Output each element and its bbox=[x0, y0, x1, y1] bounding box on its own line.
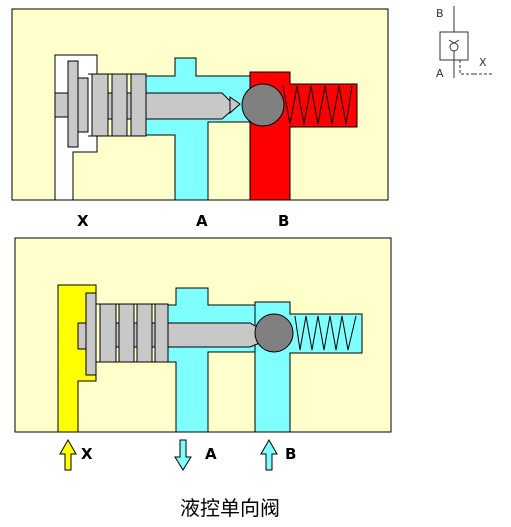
flow-arrows bbox=[59, 438, 278, 471]
port-label-b: B bbox=[285, 445, 297, 463]
piston-collar bbox=[77, 77, 89, 133]
piston-head bbox=[67, 60, 79, 148]
piston-disc bbox=[99, 303, 117, 363]
piston-head bbox=[85, 292, 97, 376]
rod-tip bbox=[229, 96, 241, 115]
port-label-x: X bbox=[77, 212, 89, 230]
symbol-label-a: A bbox=[436, 67, 444, 80]
spring bbox=[294, 315, 357, 351]
piston-disc bbox=[154, 303, 169, 363]
port-label-x: X bbox=[81, 445, 93, 463]
port-label-a: A bbox=[196, 212, 208, 230]
piston-disc bbox=[118, 303, 135, 363]
arrow-up-icon bbox=[260, 438, 278, 471]
port-label-b: B bbox=[278, 212, 290, 230]
piston-disc bbox=[91, 73, 109, 137]
piston-disc bbox=[130, 73, 147, 137]
arrow-up-icon bbox=[59, 438, 77, 471]
check-ball bbox=[241, 83, 285, 127]
piston-disc bbox=[111, 73, 128, 137]
arrow-down-icon bbox=[174, 439, 192, 471]
spring bbox=[282, 85, 353, 125]
valve-closed-diagram bbox=[11, 8, 389, 201]
piston-shaft bbox=[54, 92, 69, 118]
check-ball bbox=[254, 313, 294, 353]
figure-caption: 液控单向阀 bbox=[180, 496, 280, 520]
piston-shaft bbox=[77, 322, 87, 350]
symbol-label-b: B bbox=[436, 7, 444, 20]
piston-disc bbox=[136, 303, 153, 363]
valve-open-diagram bbox=[14, 237, 392, 433]
check-valve-symbol bbox=[439, 6, 492, 78]
symbol-ball bbox=[449, 42, 459, 52]
symbol-label-x: X bbox=[479, 56, 487, 69]
port-label-a: A bbox=[205, 445, 217, 463]
